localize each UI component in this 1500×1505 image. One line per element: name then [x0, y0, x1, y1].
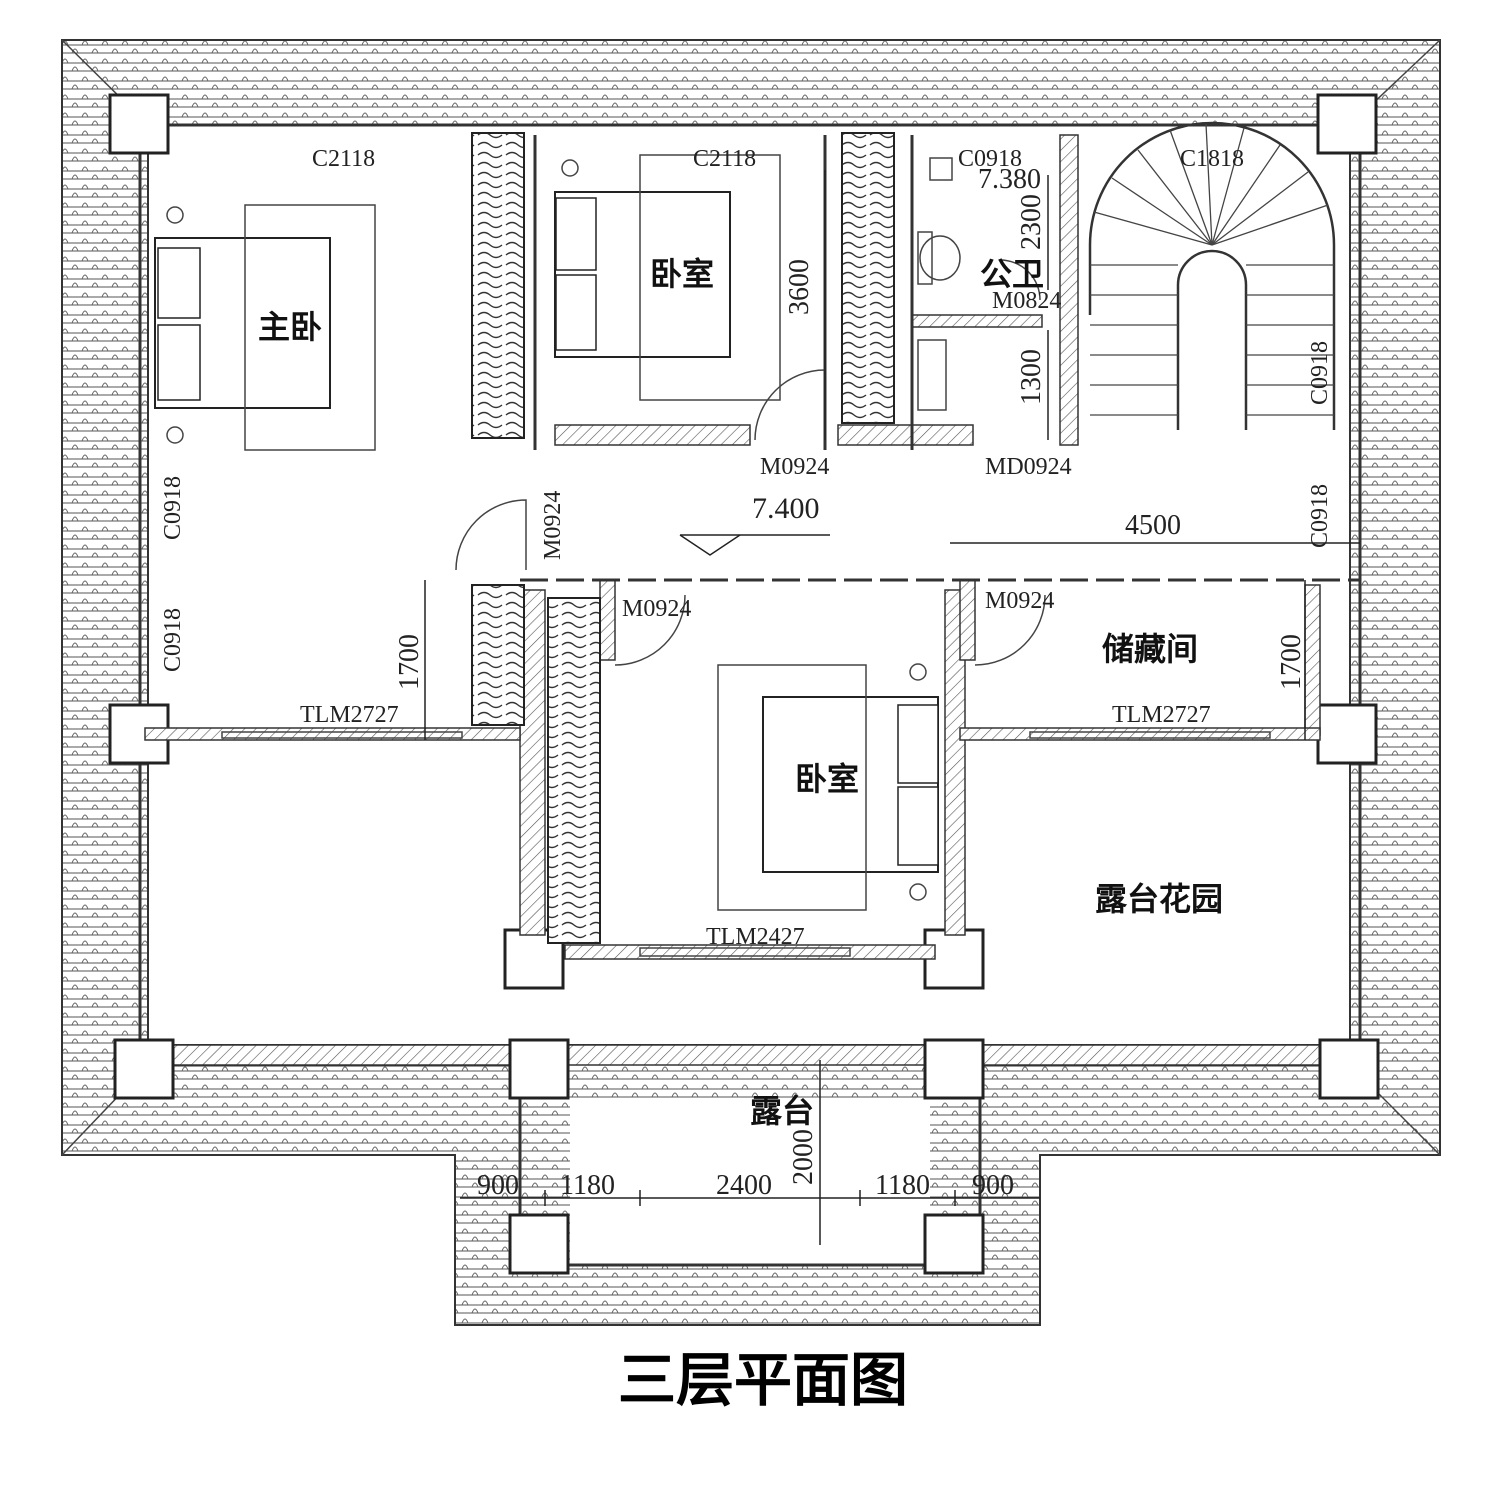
- door-swings: [455, 259, 1046, 666]
- window-label-left-1: C0918: [160, 476, 186, 540]
- dimension-1700-right: 1700: [1276, 634, 1307, 690]
- sliding-doors: [221, 731, 1271, 957]
- room-bedroom-2: 卧室: [795, 760, 859, 798]
- slider-label-bed2: TLM2427: [706, 924, 805, 950]
- dimension-1180-right: 1180: [875, 1170, 930, 1201]
- door-label-bed2: M0924: [622, 596, 691, 622]
- dimension-2000: 2000: [788, 1129, 819, 1185]
- window-label-bed1-top: C2118: [693, 146, 756, 172]
- beds: [154, 154, 939, 911]
- slider-label-storage: TLM2727: [1112, 702, 1211, 728]
- window-label-stair-top: C1818: [1180, 146, 1244, 172]
- dimension-900-right: 900: [972, 1170, 1014, 1201]
- level-wc: 7.380: [978, 164, 1041, 195]
- dimension-3600: 3600: [784, 259, 815, 315]
- room-terrace-garden: 露台花园: [1095, 880, 1223, 918]
- room-public-wc: 公卫: [980, 255, 1044, 293]
- window-label-left-2: C0918: [160, 608, 186, 672]
- window-label-right-2: C0918: [1307, 484, 1333, 548]
- dimension-1180-left: 1180: [560, 1170, 615, 1201]
- dimension-1300: 1300: [1016, 349, 1047, 405]
- level-hall: 7.400: [752, 492, 820, 525]
- door-label-wc2: MD0924: [985, 454, 1072, 480]
- wc-fixtures: [917, 157, 961, 411]
- staircase: [1088, 121, 1336, 430]
- window-label-right-1: C0918: [1307, 341, 1333, 405]
- slider-label-master: TLM2727: [300, 702, 399, 728]
- plan-title: 三层平面图: [618, 1346, 908, 1414]
- room-master-bedroom: 主卧: [258, 308, 322, 346]
- dimension-2300: 2300: [1016, 194, 1047, 250]
- room-terrace: 露台: [750, 1092, 814, 1130]
- door-label-storage: M0924: [985, 588, 1054, 614]
- roof-tiles: [61, 39, 1441, 1326]
- dimension-1700-left: 1700: [394, 634, 425, 690]
- dimension-900-left: 900: [477, 1170, 519, 1201]
- window-label-wc-top: C0918: [958, 146, 1022, 172]
- room-bedroom-1: 卧室: [650, 255, 714, 293]
- dimension-4500: 4500: [1125, 510, 1181, 541]
- window-label-master-top: C2118: [312, 146, 375, 172]
- door-label-wc: M0824: [992, 288, 1061, 314]
- dimension-2400: 2400: [716, 1170, 772, 1201]
- wardrobes: [471, 132, 895, 944]
- outer-walls: [108, 93, 1380, 1275]
- door-label-master: M0924: [540, 491, 566, 560]
- dimension-lines: [424, 170, 1360, 1245]
- room-storage: 储藏间: [1102, 630, 1198, 668]
- door-label-bed1: M0924: [760, 454, 829, 480]
